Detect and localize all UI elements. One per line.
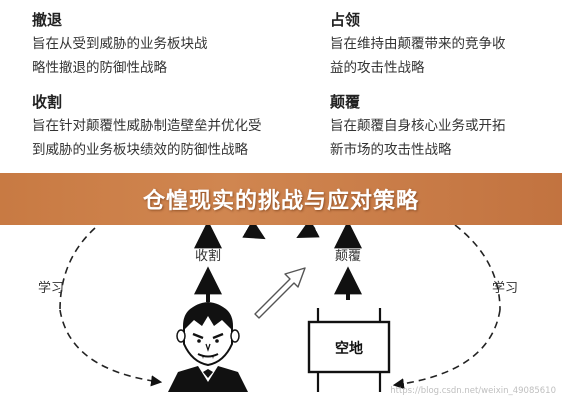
diagram-label-learn-left: 学习	[38, 280, 64, 296]
quadrant-disrupt-title: 颠覆	[330, 93, 361, 111]
learn-loop-left-bottom	[59, 309, 163, 387]
quadrant-disrupt-line-2: 新市场的攻击性战略	[330, 142, 452, 158]
quadrant-occupy-line-2: 益的攻击性战略	[330, 60, 425, 76]
diagram-label-harvest: 收割	[195, 248, 221, 264]
quadrant-retreat-title: 撤退	[32, 11, 63, 29]
empty-land-sign: 空地	[307, 308, 391, 392]
quadrant-disrupt-line-1: 旨在颠覆自身核心业务或开拓	[330, 118, 506, 134]
banner-title: 仓惶现实的挑战与应对策略	[142, 189, 419, 214]
watermark-text: https://blog.csdn.net/weixin_49085610	[390, 386, 556, 396]
learn-loop-left-top	[59, 227, 96, 311]
vampire-face-icon	[168, 302, 248, 392]
quadrant-retreat-line-1: 旨在从受到威胁的业务板块战	[32, 36, 208, 52]
quadrant-occupy-line-1: 旨在维持由颠覆带来的竞争收	[330, 36, 506, 52]
flow-arrow-to-harvest-left	[242, 219, 266, 240]
quadrant-retreat-line-2: 略性撤退的防御性战略	[32, 60, 167, 76]
diagram-label-learn-right: 学习	[492, 280, 518, 296]
learn-loop-right-top	[454, 224, 501, 311]
quadrant-harvest-line-1: 旨在针对颠覆性威胁制造壁垒并优化受	[32, 118, 262, 134]
quadrant-occupy-title: 占领	[330, 11, 361, 29]
sign-label-land: 空地	[335, 340, 363, 357]
quadrant-harvest-title: 收割	[32, 93, 63, 111]
learn-loop-right-bottom	[392, 309, 501, 390]
quadrant-harvest: 收割 旨在针对颠覆性威胁制造壁垒并优化受 到威胁的业务板块绩效的防御性战略	[32, 92, 322, 162]
diagram-label-disrupt: 颠覆	[335, 249, 361, 264]
quadrant-harvest-line-2: 到威胁的业务板块绩效的防御性战略	[32, 142, 248, 158]
quadrant-disrupt: 颠覆 旨在颠覆自身核心业务或开拓 新市场的攻击性战略	[330, 92, 555, 162]
flow-arrow-to-harvest-right	[296, 218, 320, 238]
quadrant-occupy: 占领 旨在维持由颠覆带来的竞争收 益的攻击性战略	[330, 10, 555, 80]
banner: 仓惶现实的挑战与应对策略	[0, 173, 562, 225]
diagonal-hollow-arrow	[254, 267, 306, 319]
quadrant-retreat: 撤退 旨在从受到威胁的业务板块战 略性撤退的防御性战略	[32, 10, 297, 80]
